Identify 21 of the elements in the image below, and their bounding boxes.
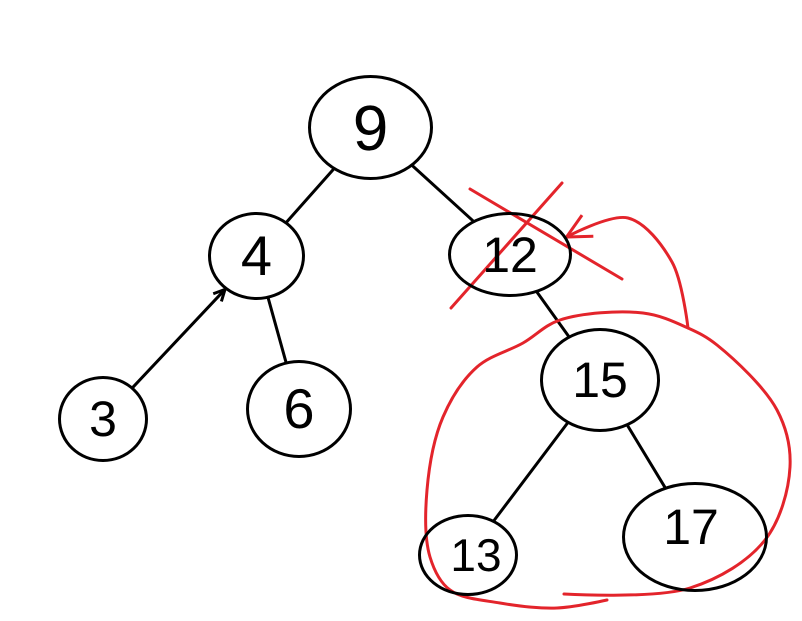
node-number: 9 [352,96,388,160]
tree-node [418,514,518,596]
node-number: 3 [89,394,117,444]
tree-node [246,360,352,458]
tree-node [308,75,433,180]
connector-line [285,168,335,224]
tree-node [58,376,148,462]
arrow [132,288,226,389]
curved-arrow [565,214,690,330]
node-number: 17 [663,502,719,552]
tree-node [540,328,660,432]
tree-node [208,212,305,300]
connector-line [411,164,474,222]
connector-line [536,291,570,338]
connector-line [266,297,288,364]
node-number: 4 [240,228,272,284]
node-number: 13 [450,532,502,578]
node-number: 15 [572,355,628,405]
node-number: 6 [283,381,315,437]
connector-line [626,424,666,488]
connector-line [492,422,569,522]
